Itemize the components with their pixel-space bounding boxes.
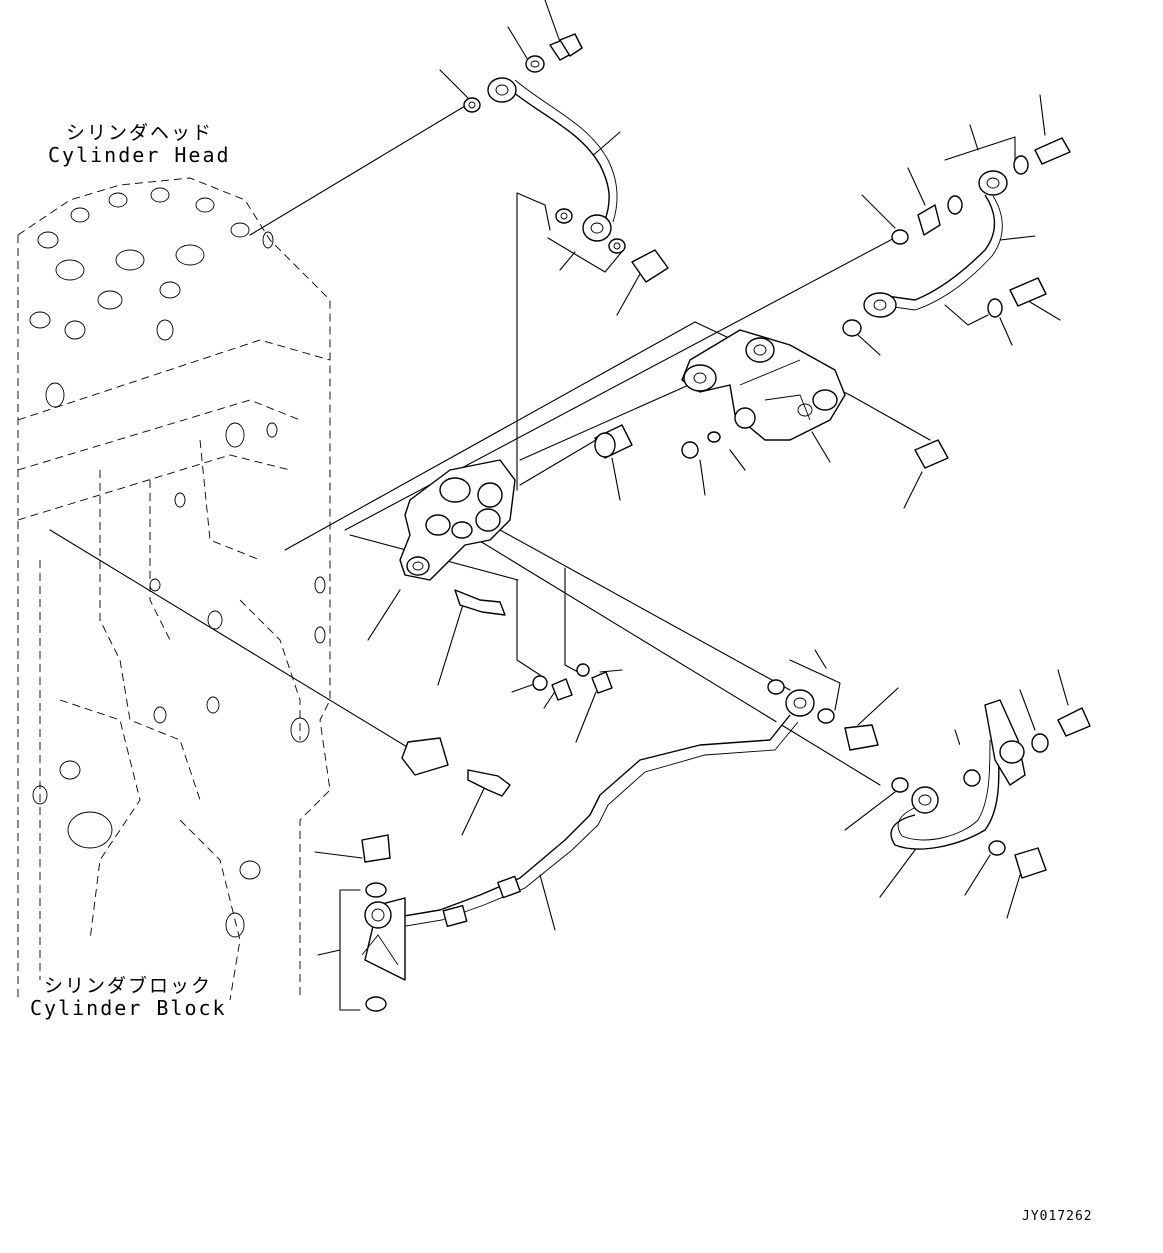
central-fasteners xyxy=(401,589,613,797)
cylinder-head-label-en: Cylinder Head xyxy=(48,143,231,167)
engine-bolt-holes xyxy=(29,187,326,938)
main-tube-fasteners xyxy=(767,679,879,751)
right-bracket-housing xyxy=(681,329,846,441)
right-bracket-fasteners xyxy=(594,424,949,469)
cylinder-head-label-jp: シリンダヘッド xyxy=(66,122,214,144)
right-upper-fasteners xyxy=(842,137,1071,337)
central-filter-head xyxy=(399,459,516,581)
upper-tube-fasteners xyxy=(463,33,669,283)
leader-lines xyxy=(49,0,1069,1011)
main-oil-tube xyxy=(379,689,815,931)
right-lower-tube xyxy=(890,699,1026,850)
cylinder-block-label-en: Cylinder Block xyxy=(30,996,227,1020)
drawing-code: JY017262 xyxy=(1022,1209,1093,1224)
engine-outline xyxy=(17,177,331,1001)
right-upper-tube xyxy=(863,170,1008,318)
right-lower-fasteners xyxy=(891,707,1091,879)
lower-left-tube-bracket xyxy=(361,834,406,1012)
upper-oil-tube xyxy=(487,77,618,242)
cylinder-block-label-jp: シリンダブロック xyxy=(44,975,213,997)
